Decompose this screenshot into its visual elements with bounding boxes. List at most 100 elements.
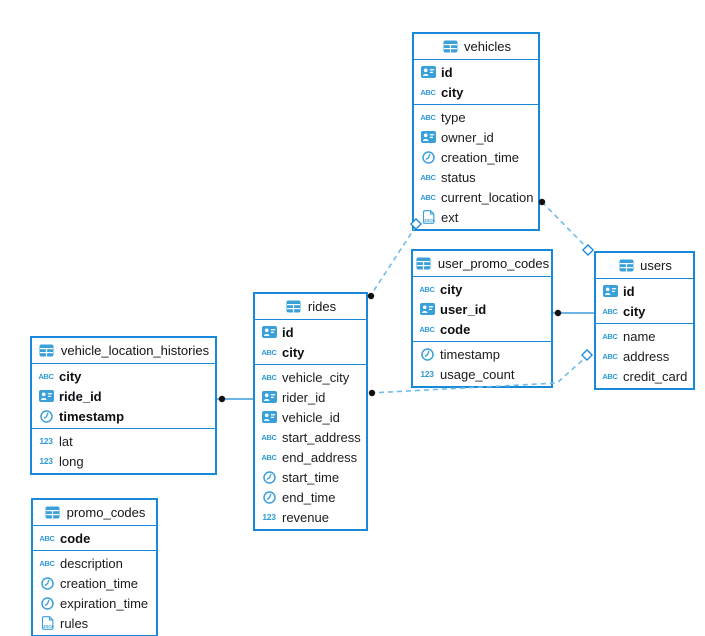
- column-row-id[interactable]: id: [596, 281, 693, 301]
- abc-type-icon: ABC: [602, 306, 618, 316]
- table-title: vehicles: [464, 39, 511, 54]
- column-row-timestamp[interactable]: timestamp: [32, 406, 215, 426]
- abc-type-icon: ABC: [420, 172, 436, 182]
- column-name: revenue: [282, 509, 329, 525]
- relation-vehicle_location_histories-to-rides[interactable]: [217, 395, 253, 403]
- table-title: user_promo_codes: [437, 256, 550, 271]
- relation-dot-endpoint: [554, 309, 562, 317]
- id-badge-icon: [419, 131, 437, 143]
- column-name: city: [282, 344, 305, 360]
- column-row-user_id[interactable]: user_id: [413, 299, 551, 319]
- relation-user_promo_codes-to-users[interactable]: [553, 309, 594, 317]
- relation-vehicles-to-users[interactable]: [538, 198, 595, 257]
- column-row-id[interactable]: id: [414, 62, 538, 82]
- column-row-city[interactable]: ABC city: [32, 366, 215, 386]
- primary-key-section: ABC city ride_id timestamp: [32, 364, 215, 429]
- column-row-end_time[interactable]: end_time: [255, 487, 366, 507]
- column-name: credit_card: [623, 368, 688, 384]
- table-header[interactable]: rides: [255, 294, 366, 320]
- column-row-id[interactable]: id: [255, 322, 366, 342]
- column-row-vehicle_id[interactable]: vehicle_id: [255, 407, 366, 427]
- column-row-owner_id[interactable]: owner_id: [414, 127, 538, 147]
- column-row-ride_id[interactable]: ride_id: [32, 386, 215, 406]
- column-row-timestamp[interactable]: timestamp: [413, 344, 551, 364]
- abc-type-icon: ABC: [261, 452, 277, 462]
- column-row-expiration_time[interactable]: expiration_time: [33, 593, 156, 613]
- column-name: ride_id: [59, 388, 102, 404]
- clock-icon: [38, 596, 56, 610]
- table-header[interactable]: vehicle_location_histories: [32, 338, 215, 364]
- relation-dot-endpoint: [218, 395, 226, 403]
- table-header[interactable]: vehicles: [414, 34, 538, 60]
- abc-type-icon: ABC: [602, 331, 618, 341]
- column-row-rider_id[interactable]: rider_id: [255, 387, 366, 407]
- clock-icon: [37, 409, 55, 423]
- number-type-icon: 123: [420, 369, 434, 379]
- column-name: address: [623, 348, 670, 364]
- number-type-icon: 123: [39, 456, 53, 466]
- svg-text:JSON: JSON: [42, 624, 53, 629]
- table-title: vehicle_location_histories: [60, 343, 210, 358]
- column-row-start_time[interactable]: start_time: [255, 467, 366, 487]
- column-name: end_address: [282, 449, 358, 465]
- table-header[interactable]: promo_codes: [33, 500, 156, 526]
- column-name: ext: [441, 209, 459, 225]
- abc-type-icon: ABC: [420, 112, 436, 122]
- abc-type-icon: ABC: [419, 324, 435, 334]
- table-grid-icon: [44, 506, 62, 519]
- abc-type-icon: ABC: [38, 371, 54, 381]
- column-row-creation_time[interactable]: creation_time: [414, 147, 538, 167]
- column-name: id: [623, 283, 635, 299]
- table-title: users: [640, 258, 672, 273]
- table-header[interactable]: users: [596, 253, 693, 279]
- column-name: city: [59, 368, 82, 384]
- table-grid-icon: [441, 40, 459, 53]
- column-name: start_time: [282, 469, 340, 485]
- id-badge-icon: [418, 303, 436, 315]
- relation-line: [370, 225, 417, 296]
- clock-icon: [260, 490, 278, 504]
- column-row-end_address[interactable]: ABC end_address: [255, 447, 366, 467]
- relation-line: [541, 201, 590, 251]
- abc-type-icon: ABC: [420, 192, 436, 202]
- column-row-creation_time[interactable]: creation_time: [33, 573, 156, 593]
- table-grid-icon: [415, 257, 433, 270]
- table-header[interactable]: user_promo_codes: [413, 251, 551, 277]
- column-name: owner_id: [441, 129, 494, 145]
